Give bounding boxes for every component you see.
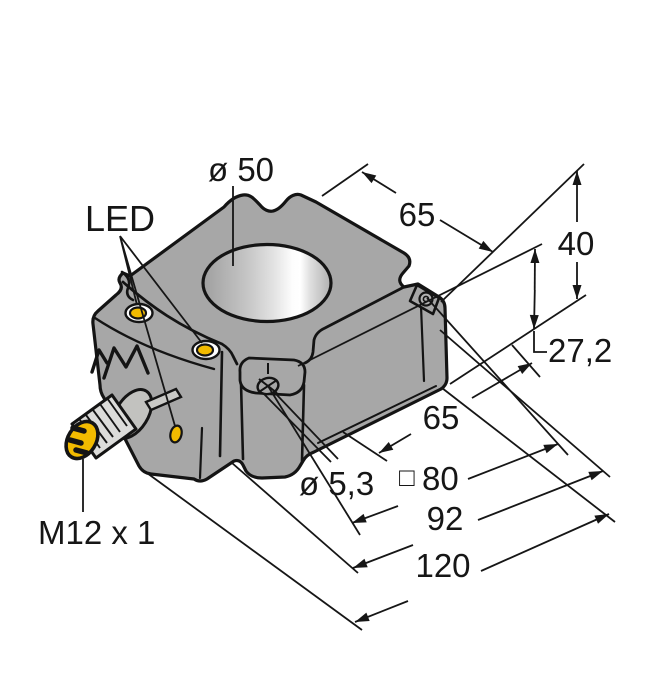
ext-92-right [439, 329, 611, 478]
front-mounting-lug [238, 356, 307, 397]
led-label: LED [85, 198, 155, 239]
dim-length-text: 120 [415, 547, 470, 584]
connector-pin-slots [67, 425, 90, 456]
dim-top-width-text: 65 [399, 196, 436, 233]
bottom-chamfer-edge [317, 385, 437, 444]
chamfer-edge [93, 316, 216, 371]
ext-80-left [267, 385, 361, 536]
front-corner-edge [218, 350, 224, 458]
dim-square-spacing-text: 80 [422, 460, 459, 497]
dim-height-text: 40 [558, 225, 595, 262]
ext-65low-right [511, 344, 541, 378]
dim-hole-spacing-text: 65 [423, 399, 460, 436]
sensing-face [201, 242, 333, 324]
led-group [124, 302, 221, 444]
dim-92-b [477, 470, 604, 521]
lug-column-left-edge [239, 381, 245, 461]
dim-65low-b [471, 362, 533, 399]
dim-272-foot [533, 331, 547, 353]
led-indicator-3 [169, 424, 183, 444]
housing-silhouette [91, 192, 449, 483]
leader-lines [82, 186, 339, 512]
ext-65low-left [342, 431, 388, 462]
ext-120-left [146, 472, 363, 631]
sensing-diameter-label: ø 50 [208, 151, 274, 188]
led-leader-fan [119, 235, 203, 427]
ext-40-272-bottom [449, 294, 587, 385]
m12-connector [64, 344, 183, 461]
front-panel-edge [198, 426, 204, 480]
dim-120-b [480, 513, 610, 572]
dimension-lines [146, 163, 616, 631]
dim-top65-a [361, 171, 397, 194]
ext-top65-left [321, 163, 369, 197]
rear-lug-column-edge [419, 304, 426, 383]
dim-80-a [351, 505, 399, 524]
dim-272-b [529, 289, 539, 330]
dim-step-height-text: 27,2 [548, 332, 612, 369]
sensor-body [91, 192, 449, 483]
dim-65low-a [378, 433, 412, 454]
mounting-bracket-wings [90, 344, 150, 380]
dim-top65-b [439, 219, 494, 253]
top-front-edge [121, 280, 239, 366]
corner-notch-curl [120, 270, 135, 302]
connector-thread-label: M12 x 1 [38, 514, 155, 551]
dim-80-b [467, 443, 559, 480]
square-symbol-icon: □ [399, 462, 415, 492]
dim-92-a [352, 544, 414, 569]
mounting-hole-diameter-label: ø 5,3 [299, 465, 374, 502]
front-lug-top-face [238, 356, 307, 397]
ext-272-top [297, 243, 543, 367]
ext-top65-40 [440, 163, 585, 303]
ext-92-left [231, 462, 359, 574]
dim-92-text: 92 [427, 500, 464, 537]
dim-120-a [354, 600, 409, 623]
led-indicator-2 [195, 343, 215, 357]
hole53-leader [262, 392, 339, 463]
ext-80-right [426, 297, 569, 456]
